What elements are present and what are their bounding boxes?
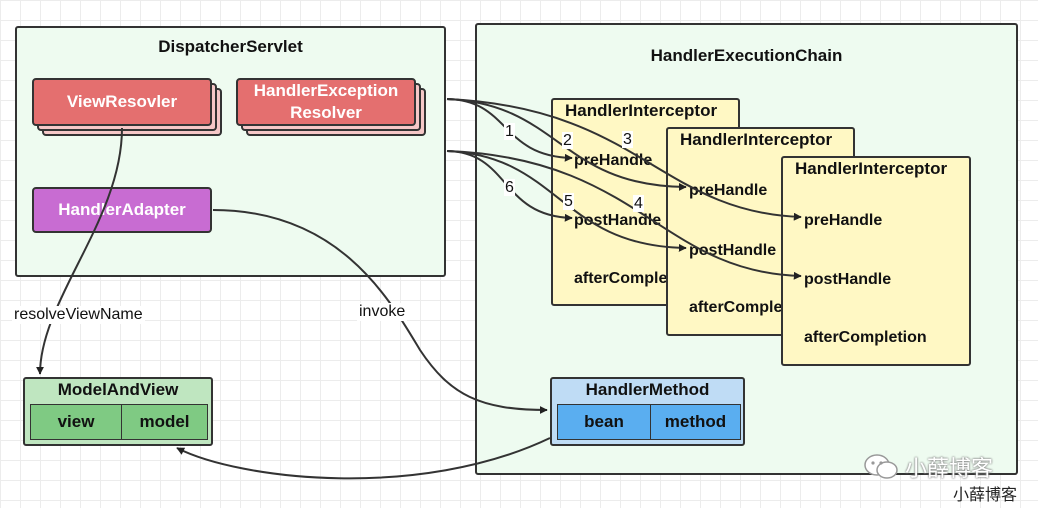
model-and-view-model-cell: model — [121, 404, 208, 440]
handler-execution-chain-title: HandlerExecutionChain — [650, 46, 843, 65]
step-label-1: 1 — [504, 123, 515, 140]
step-label-2: 2 — [562, 132, 573, 149]
step-label-6: 6 — [504, 179, 515, 196]
interceptor-3-title: HandlerInterceptor — [795, 159, 948, 178]
handler-interceptor-3: HandlerInterceptor preHandle postHandle … — [781, 156, 971, 366]
interceptor-2-posthandle: postHandle — [689, 242, 777, 259]
edge-label-resolve-view-name: resolveViewName — [12, 306, 145, 324]
interceptor-3-posthandle: postHandle — [804, 271, 892, 288]
edge-label-invoke: invoke — [357, 303, 408, 321]
chat-bubble-icon — [864, 454, 898, 479]
dispatcher-servlet-panel: DispatcherServlet — [15, 26, 446, 277]
interceptor-2-prehandle: preHandle — [689, 182, 768, 199]
interceptor-3-aftercompletion: afterCompletion — [804, 329, 927, 346]
handler-method-bean-cell: bean — [557, 404, 651, 440]
interceptor-1-prehandle: preHandle — [574, 152, 653, 169]
interceptor-2-aftercompletion: afterComple — [689, 299, 783, 316]
handler-method-method-cell: method — [650, 404, 741, 440]
watermark-title: 小薛博客 — [905, 456, 994, 481]
model-and-view-title: ModelAndView — [57, 380, 179, 399]
view-resolver-node: ViewResovler — [32, 78, 212, 126]
handler-method-node: HandlerMethod bean method — [550, 377, 745, 446]
interceptor-1-title: HandlerInterceptor — [565, 101, 718, 120]
exception-resolver-node: HandlerException Resolver — [236, 78, 416, 126]
step-label-5: 5 — [563, 193, 574, 210]
handler-method-title: HandlerMethod — [585, 380, 710, 399]
handler-adapter-node: HandlerAdapter — [32, 187, 212, 233]
dispatcher-servlet-title: DispatcherServlet — [158, 37, 303, 56]
interceptor-1-posthandle: postHandle — [574, 212, 662, 229]
step-label-4: 4 — [633, 195, 644, 212]
step-label-3: 3 — [622, 131, 633, 148]
model-and-view-view-cell: view — [30, 404, 122, 440]
model-and-view-node: ModelAndView view model — [23, 377, 213, 446]
interceptor-2-title: HandlerInterceptor — [680, 130, 833, 149]
interceptor-3-prehandle: preHandle — [804, 212, 883, 229]
watermark-caption: 小薛博客 — [953, 487, 1018, 504]
interceptor-1-aftercompletion: afterComple — [574, 270, 668, 287]
